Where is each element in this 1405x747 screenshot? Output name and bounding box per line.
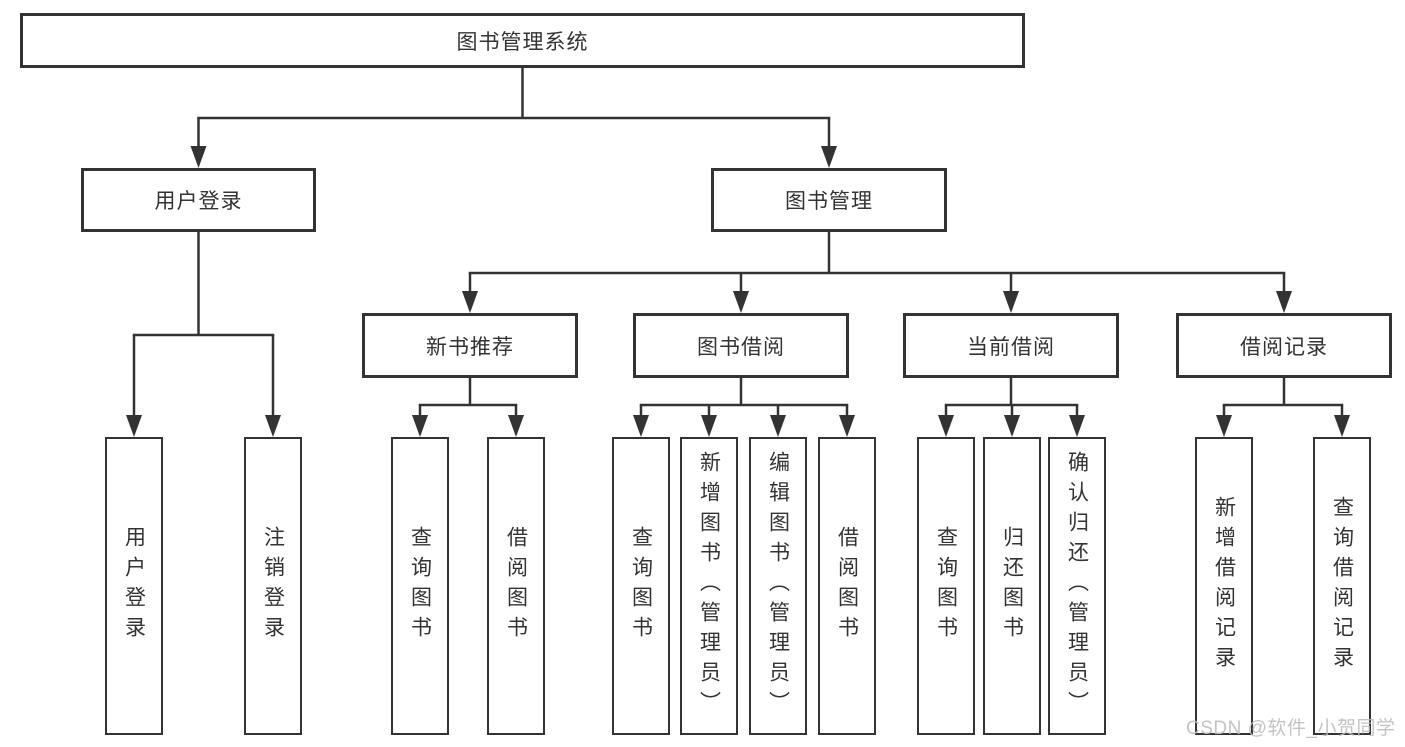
leaf-label: 归还图书 xyxy=(1000,526,1024,646)
arrowhead-down-icon xyxy=(126,415,142,437)
leaf-label: 查询图书 xyxy=(408,526,432,646)
node-label: 借阅记录 xyxy=(1240,335,1328,359)
arrowhead-down-icon xyxy=(1069,415,1085,437)
connector-book-borrow-to-leaves xyxy=(633,378,855,437)
leaf-logout: 注销登录 xyxy=(244,437,302,735)
node-label: 图书管理系统 xyxy=(456,30,589,54)
node-book-borrow: 图书借阅 xyxy=(633,313,849,378)
node-root-library-system: 图书管理系统 xyxy=(20,13,1025,68)
leaf-current-confirm-return-admin: 确认归还（管理员） xyxy=(1048,437,1106,735)
leaf-label: 借阅图书 xyxy=(504,526,528,646)
leaf-borrow-query-books: 查询图书 xyxy=(612,437,670,735)
arrowhead-down-icon xyxy=(508,415,524,437)
node-label: 图书借阅 xyxy=(697,335,785,359)
leaf-record-query-borrow-record: 查询借阅记录 xyxy=(1313,437,1371,735)
connector-root-to-level2 xyxy=(190,68,837,168)
arrowhead-down-icon xyxy=(190,146,207,168)
node-borrow-record: 借阅记录 xyxy=(1176,313,1392,378)
arrowhead-down-icon xyxy=(733,291,749,313)
leaf-borrow-borrow-books: 借阅图书 xyxy=(818,437,876,735)
leaf-label: 借阅图书 xyxy=(835,526,859,646)
node-current-borrow: 当前借阅 xyxy=(903,313,1119,378)
arrowhead-down-icon xyxy=(462,291,478,313)
arrowhead-down-icon xyxy=(1004,415,1020,437)
leaf-current-query-books: 查询图书 xyxy=(917,437,975,735)
leaf-borrow-add-books-admin: 新增图书（管理员） xyxy=(680,437,738,735)
arrowhead-down-icon xyxy=(938,415,954,437)
arrowhead-down-icon xyxy=(821,146,837,168)
csdn-watermark: CSDN @软件_小贺同学 xyxy=(1186,718,1396,739)
connector-borrow-record-to-leaves xyxy=(1216,378,1350,437)
leaf-label: 新增借阅记录 xyxy=(1212,496,1236,676)
node-new-book-rec: 新书推荐 xyxy=(362,313,578,378)
node-label: 新书推荐 xyxy=(426,335,514,359)
leaf-current-return-books: 归还图书 xyxy=(983,437,1041,735)
arrowhead-down-icon xyxy=(770,415,786,437)
connector-user-login-to-leaves xyxy=(126,232,281,437)
connector-new-book-rec-to-leaves xyxy=(412,378,524,437)
leaf-borrow-edit-books-admin: 编辑图书（管理员） xyxy=(749,437,807,735)
leaf-label: 用户登录 xyxy=(122,526,146,646)
node-label: 图书管理 xyxy=(785,190,873,213)
leaf-label: 编辑图书（管理员） xyxy=(766,451,790,721)
node-label: 当前借阅 xyxy=(967,335,1055,359)
arrowhead-down-icon xyxy=(1003,291,1019,313)
leaf-record-add-borrow-record: 新增借阅记录 xyxy=(1195,437,1253,735)
leaf-newrec-query-books: 查询图书 xyxy=(391,437,449,735)
leaf-label: 查询图书 xyxy=(934,526,958,646)
connector-current-borrow-to-leaves xyxy=(938,378,1085,437)
arrowhead-down-icon xyxy=(265,415,281,437)
arrowhead-down-icon xyxy=(1334,415,1350,437)
node-user-login: 用户登录 xyxy=(81,168,316,232)
arrowhead-down-icon xyxy=(1276,291,1292,313)
leaf-user-login: 用户登录 xyxy=(105,437,163,735)
leaf-newrec-borrow-books: 借阅图书 xyxy=(487,437,545,735)
arrowhead-down-icon xyxy=(1216,415,1232,437)
arrowhead-down-icon xyxy=(839,415,855,437)
leaf-label: 新增图书（管理员） xyxy=(697,451,721,721)
arrowhead-down-icon xyxy=(633,415,649,437)
node-book-mgmt: 图书管理 xyxy=(711,168,947,232)
leaf-label: 注销登录 xyxy=(261,526,285,646)
node-label: 用户登录 xyxy=(154,190,243,213)
arrowhead-down-icon xyxy=(701,415,717,437)
leaf-label: 查询借阅记录 xyxy=(1330,496,1354,676)
leaf-label: 确认归还（管理员） xyxy=(1065,451,1089,721)
leaf-label: 查询图书 xyxy=(629,526,653,646)
arrowhead-down-icon xyxy=(412,415,428,437)
connector-book-mgmt-to-level3 xyxy=(462,232,1292,313)
